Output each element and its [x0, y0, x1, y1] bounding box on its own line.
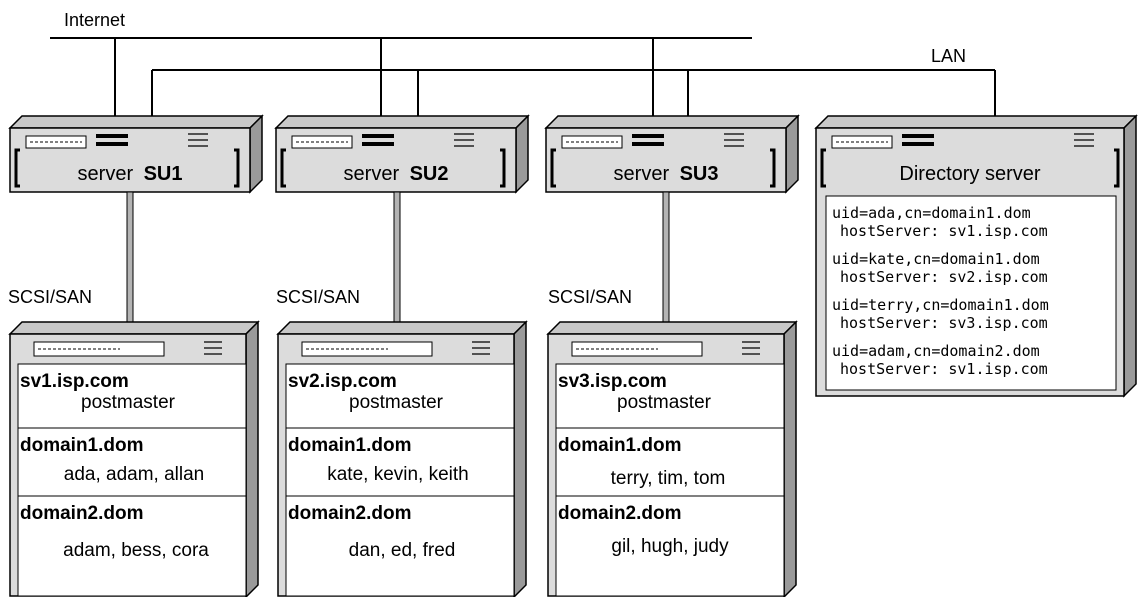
storage-domain-users: dan, ed, fred — [349, 540, 456, 561]
storage-unit-2: sv2.isp.com postmaster domain1.dom kate,… — [276, 320, 528, 597]
storage-domain-users: terry, tim, tom — [611, 468, 726, 489]
server-su2-prefix: server — [344, 163, 400, 185]
directory-entry-dn: uid=kate,cn=domain1.dom — [832, 250, 1040, 268]
directory-entry-host: hostServer: sv2.isp.com — [840, 268, 1048, 286]
storage-domain-users: ada, adam, allan — [64, 464, 205, 485]
server-su2-id: SU2 — [410, 163, 449, 185]
storage-domain-name: domain2.dom — [20, 503, 144, 524]
server-su3-id: SU3 — [680, 163, 719, 185]
server-su3-prefix: server — [614, 163, 670, 185]
storage-domain-name: domain1.dom — [20, 435, 144, 456]
storage-domain-users: gil, hugh, judy — [611, 536, 729, 557]
storage-host-name: sv2.isp.com — [288, 371, 397, 392]
storage-host-name: sv1.isp.com — [20, 371, 129, 392]
server-su2: server SU2 — [274, 114, 530, 194]
storage-unit-3: sv3.isp.com postmaster domain1.dom terry… — [546, 320, 798, 597]
scsi-san-label-su2: SCSI/SAN — [276, 287, 360, 307]
storage-host-name: sv3.isp.com — [558, 371, 667, 392]
lan-label: LAN — [931, 46, 966, 66]
svg-text:server SU1: server SU1 — [78, 163, 183, 185]
storage-domain-users: kate, kevin, keith — [327, 464, 469, 485]
storage-domain-name: domain1.dom — [288, 435, 412, 456]
server-su1-prefix: server — [78, 163, 134, 185]
san-link-su3 — [662, 191, 670, 323]
storage-domain-users: adam, bess, cora — [63, 540, 209, 561]
directory-server: Directory server uid=ada,cn=domain1.dom … — [814, 114, 1138, 398]
directory-entry-dn: uid=ada,cn=domain1.dom — [832, 204, 1031, 222]
server-su3: server SU3 — [544, 114, 800, 194]
internet-label: Internet — [64, 10, 125, 30]
directory-entry-dn: uid=adam,cn=domain2.dom — [832, 342, 1040, 360]
scsi-san-label-su3: SCSI/SAN — [548, 287, 632, 307]
directory-server-title: Directory server — [899, 163, 1040, 185]
svg-text:server SU3: server SU3 — [614, 163, 719, 185]
lan-network — [151, 69, 996, 116]
directory-entry-dn: uid=terry,cn=domain1.dom — [832, 296, 1049, 314]
storage-domain-name: domain2.dom — [558, 503, 682, 524]
directory-entry-host: hostServer: sv1.isp.com — [840, 360, 1048, 378]
directory-entry-host: hostServer: sv1.isp.com — [840, 222, 1048, 240]
storage-domain-name: domain2.dom — [288, 503, 412, 524]
storage-domain-name: domain1.dom — [558, 435, 682, 456]
storage-host-user: postmaster — [349, 392, 444, 413]
directory-entry-host: hostServer: sv3.isp.com — [840, 314, 1048, 332]
san-link-su1 — [126, 191, 134, 323]
scsi-san-label-su1: SCSI/SAN — [8, 287, 92, 307]
storage-host-user: postmaster — [617, 392, 712, 413]
storage-unit-1: sv1.isp.com postmaster domain1.dom ada, … — [8, 320, 260, 597]
server-su1-id: SU1 — [144, 163, 183, 185]
storage-host-user: postmaster — [81, 392, 176, 413]
san-link-su2 — [393, 191, 401, 323]
server-su1: server SU1 — [8, 114, 264, 194]
svg-text:server SU2: server SU2 — [344, 163, 449, 185]
internet-network — [50, 37, 752, 116]
